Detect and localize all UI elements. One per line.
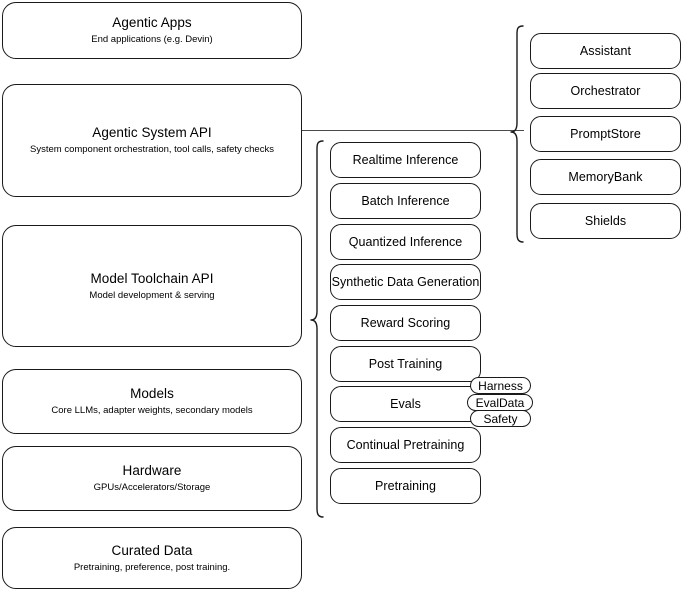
system-item-label: Assistant [579,43,632,58]
eval-badge-label: EvalData [475,395,525,410]
toolchain-item-synthetic-data-generation[interactable]: Synthetic Data Generation [330,264,481,300]
layer-box-hardware[interactable]: Hardware GPUs/Accelerators/Storage [2,446,302,511]
toolchain-item-reward-scoring[interactable]: Reward Scoring [330,305,481,341]
toolchain-item-label: Batch Inference [361,193,450,208]
system-item-memorybank[interactable]: MemoryBank [530,159,681,195]
system-item-orchestrator[interactable]: Orchestrator [530,73,681,109]
layer-subtitle: GPUs/Accelerators/Storage [93,482,211,493]
layer-subtitle: Model development & serving [89,289,215,301]
layer-box-agentic-system-api[interactable]: Agentic System API System component orch… [2,84,302,197]
system-item-promptstore[interactable]: PromptStore [530,116,681,152]
system-item-label: Orchestrator [570,83,641,98]
toolchain-item-realtime-inference[interactable]: Realtime Inference [330,142,481,178]
layer-box-agentic-apps[interactable]: Agentic Apps End applications (e.g. Devi… [2,2,302,59]
toolchain-item-quantized-inference[interactable]: Quantized Inference [330,224,481,260]
toolchain-item-label: Synthetic Data Generation [331,274,480,289]
system-item-label: Shields [584,213,627,228]
toolchain-item-label: Post Training [368,356,443,371]
eval-badge-safety[interactable]: Safety [470,410,531,427]
connector-system-api-to-components [302,130,524,131]
toolchain-item-batch-inference[interactable]: Batch Inference [330,183,481,219]
toolchain-item-pretraining[interactable]: Pretraining [330,468,481,504]
toolchain-brace-icon [310,140,324,518]
layer-subtitle: End applications (e.g. Devin) [91,34,213,45]
layer-box-model-toolchain-api[interactable]: Model Toolchain API Model development & … [2,225,302,347]
layer-title: Curated Data [111,542,193,558]
toolchain-item-label: Continual Pretraining [346,437,465,452]
eval-badge-label: Safety [483,411,518,426]
system-item-assistant[interactable]: Assistant [530,33,681,69]
layer-subtitle: System component orchestration, tool cal… [30,144,274,155]
toolchain-item-continual-pretraining[interactable]: Continual Pretraining [330,427,481,463]
layer-title: Agentic Apps [112,15,192,30]
toolchain-item-label: Pretraining [375,478,436,493]
layer-title: Agentic System API [92,125,212,140]
layer-box-curated-data[interactable]: Curated Data Pretraining, preference, po… [2,527,302,589]
toolchain-item-label: Reward Scoring [360,315,451,330]
system-brace-icon [510,25,524,243]
layer-title: Model Toolchain API [90,270,214,286]
eval-badge-evaldata[interactable]: EvalData [467,394,533,411]
system-item-shields[interactable]: Shields [530,203,681,239]
system-item-label: PromptStore [570,126,641,141]
eval-badge-label: Harness [478,378,523,393]
toolchain-item-post-training[interactable]: Post Training [330,346,481,382]
system-item-label: MemoryBank [568,169,643,184]
toolchain-item-label: Realtime Inference [352,152,459,167]
layer-box-models[interactable]: Models Core LLMs, adapter weights, secon… [2,369,302,434]
toolchain-item-label: Evals [390,396,421,411]
layer-subtitle: Pretraining, preference, post training. [73,561,231,573]
layer-title: Hardware [122,463,182,478]
layer-title: Models [130,386,174,401]
toolchain-item-label: Quantized Inference [348,234,463,249]
layer-subtitle: Core LLMs, adapter weights, secondary mo… [51,405,253,416]
eval-badge-harness[interactable]: Harness [470,377,531,394]
toolchain-item-evals[interactable]: Evals [330,386,481,422]
